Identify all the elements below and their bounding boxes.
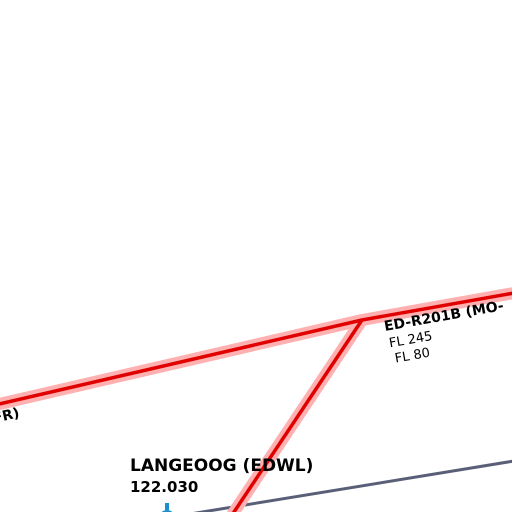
- airport-icon[interactable]: [159, 503, 175, 512]
- airspace-upper-limit: FL 245: [388, 329, 434, 351]
- airspace-label-fragment: FR): [0, 405, 21, 427]
- airport-name: LANGEOOG (EDWL): [130, 456, 313, 476]
- airspace-lower-limit: FL 80: [394, 346, 431, 367]
- airspace-name-fragment: FR): [0, 405, 21, 427]
- restricted-area-boundary: [0, 291, 512, 512]
- airport-frequency: 122.030: [130, 478, 198, 496]
